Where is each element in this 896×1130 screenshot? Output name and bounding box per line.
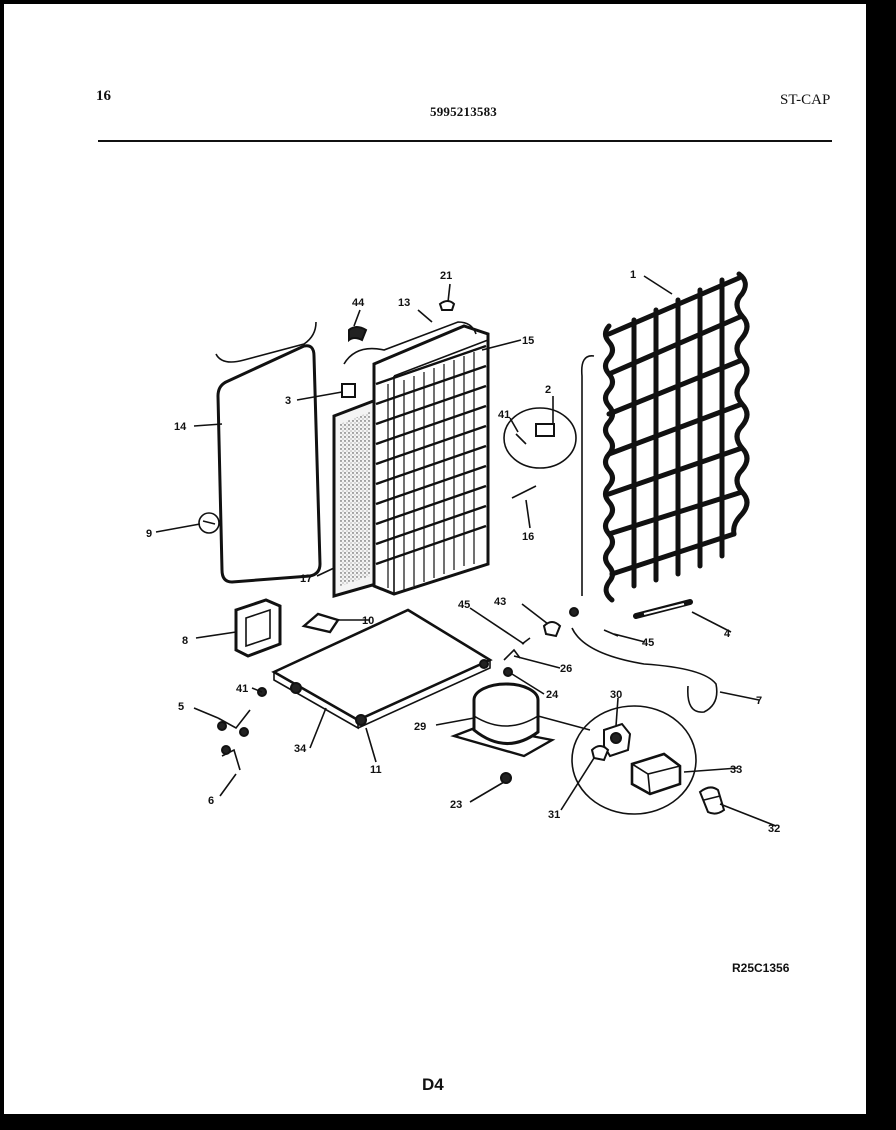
callout-29: 29 [414, 721, 426, 733]
callout-5: 5 [178, 701, 184, 713]
callout-1: 1 [630, 269, 636, 281]
callout-16: 16 [522, 531, 534, 543]
callout-32: 32 [768, 823, 780, 835]
callout-4: 4 [724, 628, 731, 640]
callout-3: 3 [285, 395, 291, 407]
callout-15: 15 [522, 335, 534, 347]
callout-24: 24 [546, 689, 559, 701]
header-rule [98, 140, 832, 142]
model-code: ST-CAP [780, 92, 831, 108]
callout-7: 7 [756, 695, 762, 707]
bracket-10 [301, 612, 340, 634]
callout-17: 17 [300, 573, 312, 585]
page-code: D4 [422, 1075, 444, 1094]
callout-45-a: 45 [458, 599, 470, 611]
part-number: 5995213583 [430, 104, 497, 119]
drier-tube [503, 599, 718, 713]
small-parts-upper [341, 300, 577, 499]
callout-31: 31 [548, 809, 560, 821]
parts-diagram-sheet: 16 5995213583 ST-CAP [4, 4, 866, 1114]
feet-screws [217, 687, 267, 771]
insulation-panel [332, 397, 378, 598]
callout-26: 26 [560, 663, 572, 675]
bracket-8 [234, 598, 282, 658]
callout-10: 10 [362, 615, 374, 627]
condenser-coil [580, 271, 750, 603]
callout-41-a: 41 [236, 683, 248, 695]
callout-8: 8 [182, 635, 188, 647]
callout-21: 21 [440, 270, 452, 282]
callout-41-b: 41 [498, 409, 510, 421]
callout-44: 44 [352, 297, 365, 309]
callout-45-b: 45 [642, 637, 654, 649]
callout-34: 34 [294, 743, 307, 755]
base-pan [271, 608, 493, 730]
leader-lines [155, 275, 777, 827]
electrical-group [571, 705, 726, 815]
diagram-id: R25C1356 [732, 961, 790, 975]
callout-9: 9 [146, 528, 152, 540]
callout-14: 14 [174, 421, 187, 433]
callout-30: 30 [610, 689, 622, 701]
callout-labels: 1 2 3 4 5 6 7 8 9 10 11 13 14 15 16 17 2… [146, 269, 780, 835]
callout-6: 6 [208, 795, 214, 807]
callout-13: 13 [398, 297, 410, 309]
evaporator [343, 321, 490, 596]
callout-43: 43 [494, 596, 506, 608]
door-frame [198, 321, 322, 584]
callout-11: 11 [370, 764, 382, 776]
callout-33: 33 [730, 764, 742, 776]
compressor [450, 682, 591, 784]
callout-23: 23 [450, 799, 462, 811]
exploded-view-diagram: 1 2 3 4 5 6 7 8 9 10 11 13 14 15 16 17 2… [146, 269, 780, 835]
page-number: 16 [96, 88, 111, 104]
callout-2: 2 [545, 384, 551, 396]
